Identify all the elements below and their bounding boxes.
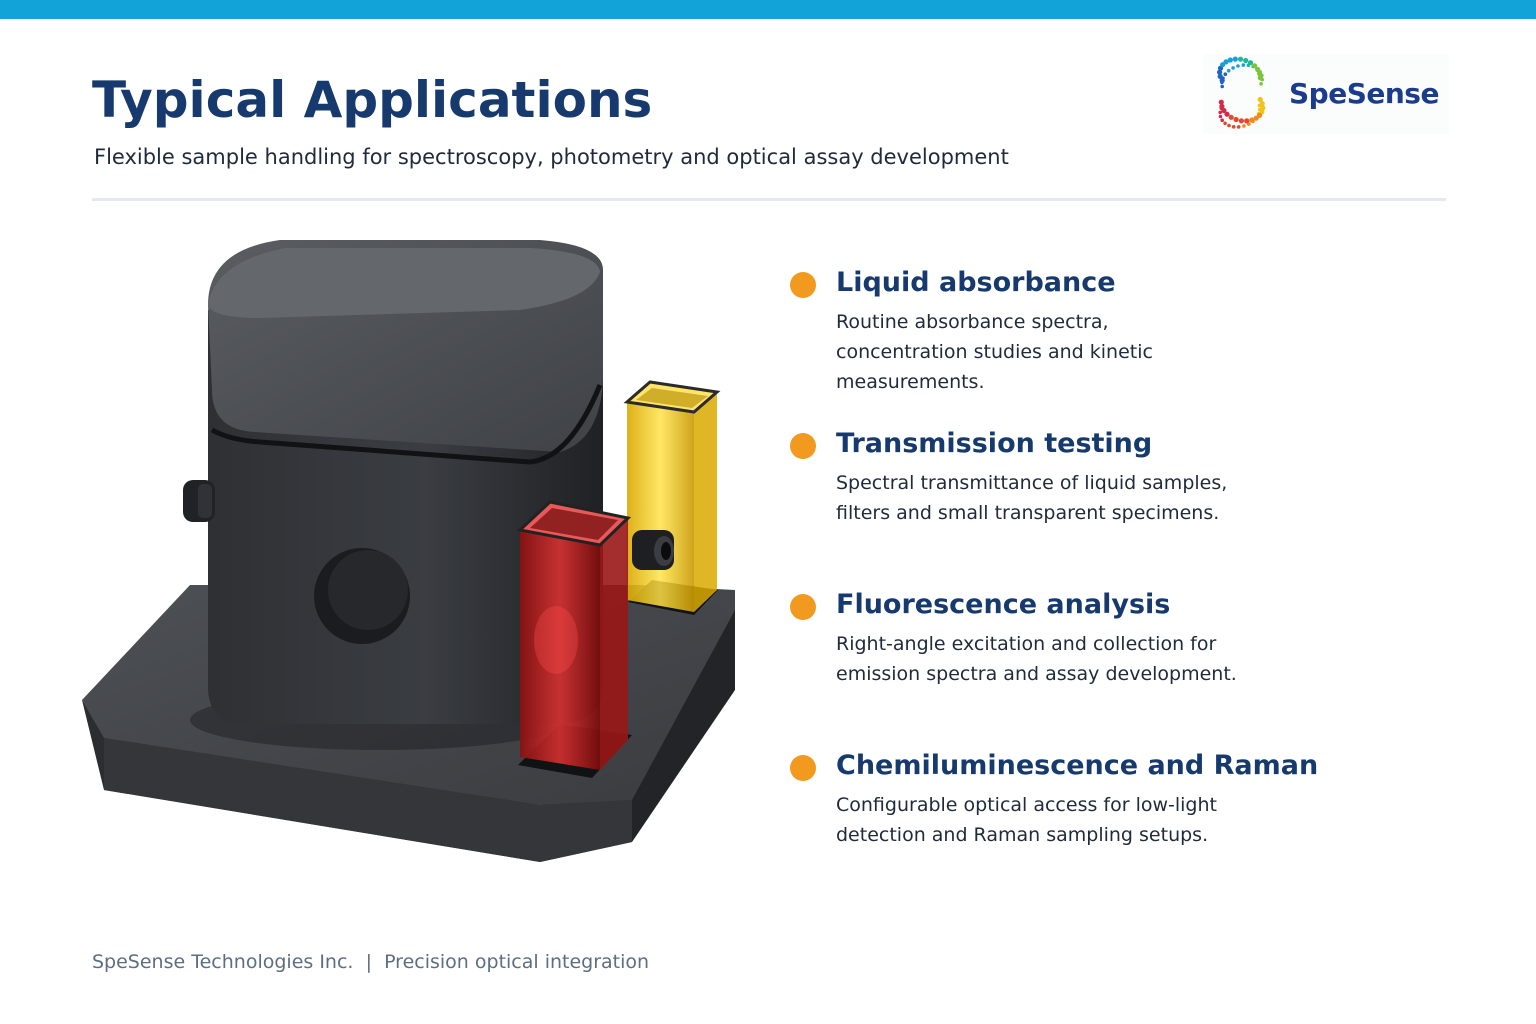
logo-dot — [1259, 82, 1263, 86]
logo-dot — [1237, 56, 1244, 62]
logo-dot — [1236, 125, 1241, 129]
logo-dot — [1257, 96, 1263, 103]
dotted-s-logo-icon — [1217, 56, 1266, 129]
logo-dot — [1260, 105, 1266, 111]
logo-dot — [1223, 59, 1229, 65]
top-accent-bar — [0, 0, 1536, 19]
logo-dot — [1249, 117, 1255, 123]
application-title: Liquid absorbance — [836, 267, 1116, 298]
bullet-dot-icon — [790, 755, 816, 781]
logo-dot — [1243, 57, 1249, 64]
logo-dot — [1247, 60, 1254, 66]
footer: SpeSense Technologies Inc. | Precision o… — [92, 950, 649, 974]
list-item: Transmission testing Spectral transmitta… — [790, 427, 1450, 588]
logo-dot — [1255, 66, 1261, 73]
logo-dot — [1252, 63, 1258, 69]
logo-dot — [1244, 118, 1250, 124]
logo-dot — [1231, 125, 1236, 129]
logo-dot — [1224, 111, 1230, 117]
footer-company: SpeSense Technologies Inc. — [92, 951, 354, 973]
logo-dot — [1218, 99, 1224, 105]
bullet-dot-icon — [790, 433, 816, 459]
logo-dot — [1241, 63, 1246, 67]
bullet-dot-icon — [790, 272, 816, 298]
page-title: Typical Applications — [92, 71, 653, 129]
logo-dot — [1242, 124, 1246, 128]
logo-dot — [1259, 101, 1265, 107]
applications-list: Liquid absorbance Routine absorbance spe… — [790, 266, 1450, 910]
application-description: Configurable optical access for low-ligh… — [836, 794, 1217, 846]
logo-dot — [1223, 121, 1227, 126]
logo-dot — [1223, 72, 1228, 76]
logo-dot — [1219, 106, 1224, 110]
logo-dot — [1220, 80, 1224, 85]
logo-dot — [1253, 115, 1259, 121]
logo-dot — [1233, 116, 1239, 123]
application-title: Transmission testing — [836, 428, 1153, 459]
logo-dot — [1238, 118, 1244, 124]
logo-dot — [1220, 118, 1224, 122]
logo-dot — [1221, 76, 1225, 80]
logo-dot — [1226, 68, 1231, 73]
logo-dot — [1218, 110, 1222, 115]
bullet-dot-icon — [790, 594, 816, 620]
logo-dot — [1227, 57, 1233, 63]
red-cuvette — [520, 530, 600, 770]
brand-logo: SpeSense — [1203, 54, 1449, 134]
lid-seam — [210, 384, 603, 465]
page-subtitle: Flexible sample handling for spectroscop… — [94, 145, 1009, 169]
yellow-cuvette — [627, 402, 694, 612]
cuvette-holder-illustration — [82, 240, 735, 862]
logo-dot — [1227, 123, 1231, 128]
application-description: Routine absorbance spectra, concentratio… — [836, 311, 1153, 393]
header-divider — [92, 198, 1446, 201]
brand-name: SpeSense — [1289, 77, 1439, 110]
application-title: Chemiluminescence and Raman — [836, 750, 1319, 781]
list-item: Fluorescence analysis Right-angle excita… — [790, 588, 1450, 749]
list-item: Chemiluminescence and Raman Configurable… — [790, 749, 1450, 910]
lid-top-face — [208, 248, 600, 318]
list-item: Liquid absorbance Routine absorbance spe… — [790, 266, 1450, 427]
logo-dot — [1218, 114, 1223, 119]
logo-dot — [1220, 84, 1224, 89]
logo-dot — [1257, 75, 1263, 81]
logo-dot — [1217, 69, 1223, 75]
application-description: Right-angle excitation and collection fo… — [836, 633, 1237, 685]
logo-dot — [1231, 66, 1235, 70]
application-description: Spectral transmittance of liquid samples… — [836, 472, 1228, 524]
logo-dot — [1232, 56, 1238, 62]
footer-separator: | — [365, 951, 372, 973]
footer-tagline: Precision optical integration — [384, 951, 650, 973]
logo-dot — [1236, 64, 1240, 68]
logo-dot — [1228, 114, 1234, 120]
logo-dot — [1257, 71, 1263, 77]
base-plate-edge — [104, 738, 632, 862]
application-title: Fluorescence analysis — [836, 589, 1171, 620]
